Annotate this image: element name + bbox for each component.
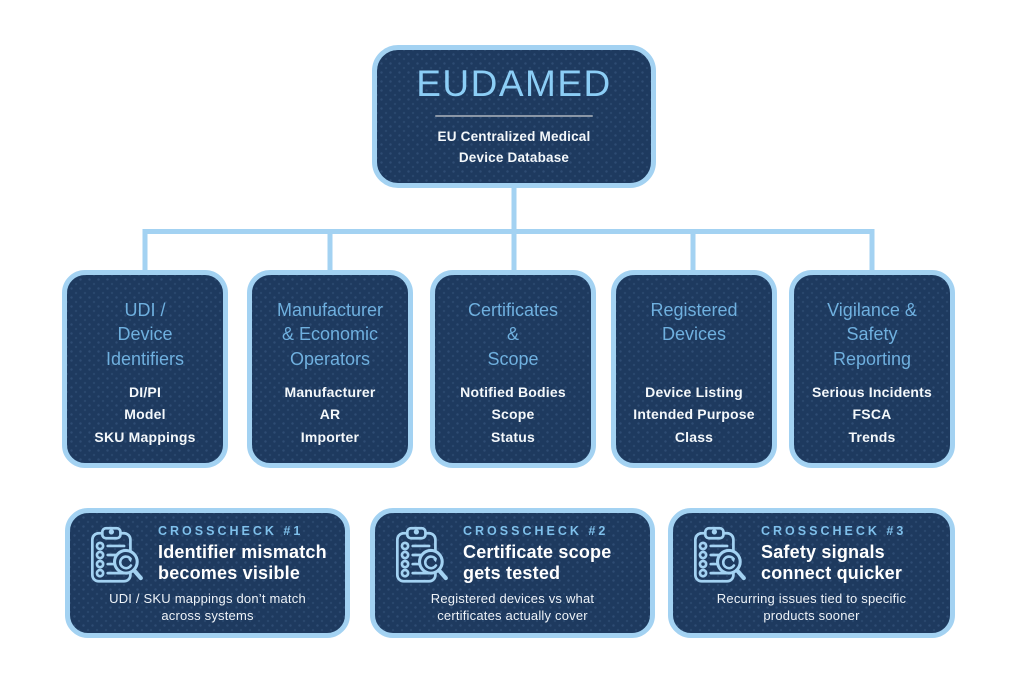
module-card: Vigilance & Safety Reporting Serious Inc…: [789, 270, 955, 468]
crosscheck-text: CROSSCHECK #2 Certificate scope gets tes…: [463, 524, 611, 584]
root-divider: [435, 115, 593, 118]
crosscheck-card: CROSSCHECK #3 Safety signals connect qui…: [668, 508, 955, 638]
clipboard-magnifier-icon: [395, 526, 448, 583]
crosscheck-label: CROSSCHECK #2: [463, 523, 609, 538]
module-heading: Vigilance & Safety Reporting: [827, 300, 917, 369]
module-card: Manufacturer & Economic Operators Manufa…: [247, 270, 413, 468]
module-items: Notified Bodies Scope Status: [460, 384, 566, 445]
crosscheck-title: Identifier mismatch becomes visible: [158, 541, 327, 583]
crosscheck-label: CROSSCHECK #1: [158, 523, 304, 538]
crosscheck-header: CROSSCHECK #1 Identifier mismatch become…: [82, 523, 333, 585]
root-box: EUDAMED EU Centralized Medical Device Da…: [372, 45, 656, 188]
crosscheck-header: CROSSCHECK #2 Certificate scope gets tes…: [387, 523, 638, 585]
module-items: Serious Incidents FSCA Trends: [811, 384, 933, 445]
crosscheck-card: CROSSCHECK #1 Identifier mismatch become…: [65, 508, 350, 638]
module-card: Certificates & Scope Notified Bodies Sco…: [430, 270, 596, 468]
crosscheck-label: CROSSCHECK #3: [761, 523, 907, 538]
module-items: DI/PI Model SKU Mappings: [94, 384, 196, 445]
clipboard-magnifier-icon: [693, 526, 746, 583]
module-items: Device Listing Intended Purpose Class: [633, 384, 755, 445]
crosscheck-title: Safety signals connect quicker: [761, 541, 903, 583]
root-title: EUDAMED: [416, 62, 612, 104]
module-heading: UDI / Device Identifiers: [105, 300, 185, 369]
root-subtitle: EU Centralized Medical Device Database: [437, 129, 591, 166]
crosscheck-subtitle: Registered devices vs what certificates …: [430, 591, 595, 623]
module-heading: Registered Devices: [650, 300, 738, 345]
crosscheck-header: CROSSCHECK #3 Safety signals connect qui…: [685, 523, 938, 585]
crosscheck-title: Certificate scope gets tested: [463, 541, 612, 583]
module-card: Registered Devices Device Listing Intend…: [611, 270, 777, 468]
crosscheck-subtitle: UDI / SKU mappings don’t match across sy…: [109, 591, 306, 623]
crosscheck-text: CROSSCHECK #1 Identifier mismatch become…: [158, 524, 327, 584]
module-heading: Manufacturer & Economic Operators: [276, 300, 384, 369]
module-card: UDI / Device Identifiers DI/PI Model SKU…: [62, 270, 228, 468]
crosscheck-subtitle: Recurring issues tied to specific produc…: [716, 591, 907, 623]
module-items: Manufacturer AR Importer: [284, 384, 376, 445]
crosscheck-card: CROSSCHECK #2 Certificate scope gets tes…: [370, 508, 655, 638]
crosscheck-text: CROSSCHECK #3 Safety signals connect qui…: [761, 524, 906, 584]
module-heading: Certificates & Scope: [467, 300, 559, 369]
clipboard-magnifier-icon: [90, 526, 143, 583]
